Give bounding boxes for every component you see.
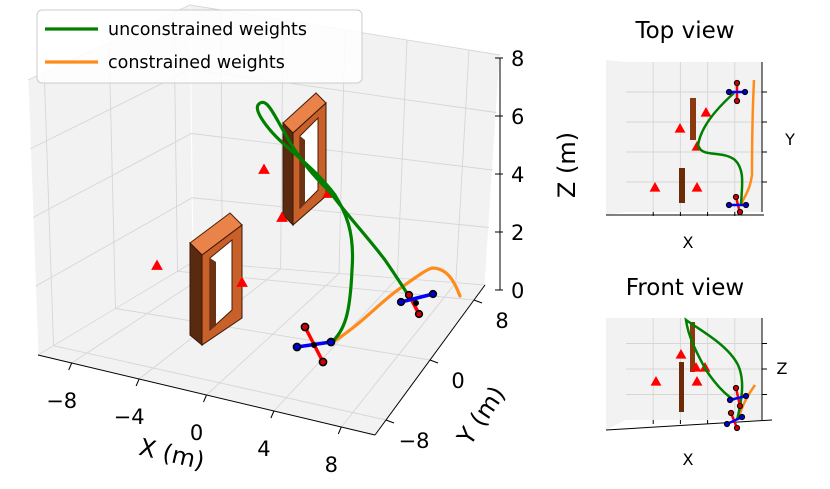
gate-obstacle-left	[189, 212, 243, 347]
front-view-quadrotor-upper	[726, 384, 750, 410]
x-tick-mark	[203, 394, 207, 403]
top-view-ticks	[652, 91, 767, 216]
front-view-x-label: X	[683, 450, 694, 469]
front-view-z-label: Z	[777, 359, 788, 378]
y-tick-mark	[385, 419, 395, 424]
x-tick-mark	[68, 362, 73, 371]
top-view-quadrotor-lower	[725, 193, 750, 216]
gate-obstacle-middle	[282, 92, 327, 227]
z-tick-label: 2	[511, 221, 524, 245]
z-tick-label: 6	[511, 105, 524, 129]
front-view-unconstrained-path	[684, 317, 744, 421]
top-view-waypoint	[700, 107, 712, 117]
y-tick-label: 0	[451, 369, 464, 393]
floor-grid-y	[53, 345, 387, 421]
front-view-gate-lower	[679, 362, 684, 412]
x-tick-mark	[135, 378, 140, 387]
x-tick-mark	[270, 410, 275, 419]
x-tick-label: −8	[46, 389, 77, 413]
unconstrained-trajectory	[255, 100, 414, 346]
legend-label-unconstrained: unconstrained weights	[108, 20, 307, 40]
top-view-gridlines	[626, 62, 762, 212]
x-tick-label: −4	[114, 405, 145, 429]
y-tick-labels: −8 0 8	[385, 299, 509, 453]
front-view-axes: Front view X Z	[605, 275, 788, 469]
front-view-quadrotor-lower	[723, 409, 746, 432]
top-view-gate-lower	[679, 168, 685, 203]
x-tick-label: 4	[257, 437, 270, 461]
x-tick-mark	[337, 426, 342, 435]
front-view-waypoint	[650, 376, 662, 386]
legend-label-constrained: constrained weights	[108, 53, 285, 73]
top-view-waypoint	[649, 182, 661, 192]
z-tick-label: 4	[511, 163, 524, 187]
top-view-title: Top view	[634, 18, 734, 44]
z-tick-label: 8	[511, 47, 524, 71]
waypoint-triangle	[258, 163, 270, 174]
quadrotor-end	[396, 289, 438, 319]
x-tick-label: 8	[325, 453, 338, 477]
top-view-quadrotor-upper	[725, 79, 749, 105]
x-tick-label: 0	[190, 421, 203, 445]
z-tick-label: 0	[511, 279, 524, 303]
wall-grid-z	[32, 133, 493, 218]
top-view-left-pane	[606, 60, 626, 215]
front-view-left-pane	[606, 318, 626, 430]
front-view-waypoint	[691, 376, 703, 386]
top-view-y-label: Y	[784, 130, 795, 149]
wall-grid-z	[35, 197, 489, 287]
waypoint-triangle	[236, 276, 248, 287]
y-tick-mark	[429, 359, 439, 364]
front-view-waypoint	[690, 362, 702, 372]
z-tick-labels: 0 2 4 6 8	[495, 47, 524, 303]
top-view-waypoint	[674, 123, 686, 133]
constrained-trajectory	[328, 266, 462, 346]
front-view-gate-upper	[690, 322, 695, 372]
top-view-unconstrained-path	[696, 92, 744, 206]
x-tick-labels: −8 −4 0 4 8	[46, 362, 342, 477]
y-tick-label: −8	[399, 429, 430, 453]
y-tick-label: 8	[495, 309, 508, 333]
top-view-gate-upper	[690, 98, 696, 140]
front-view-waypoint	[675, 349, 687, 359]
y-tick-mark	[473, 299, 483, 304]
top-view-waypoint	[691, 182, 703, 192]
floor-grid-y	[115, 308, 431, 361]
legend: unconstrained weights constrained weight…	[36, 9, 363, 84]
waypoint-triangle	[151, 259, 163, 270]
top-view-x-label: X	[683, 233, 694, 252]
top-view-axes: Top view X Y	[606, 18, 795, 252]
front-view-bottom-axis	[605, 419, 773, 431]
z-axis-label: Z (m)	[553, 132, 581, 198]
quadrotor-start	[292, 322, 336, 367]
top-view-constrained-path	[739, 79, 756, 206]
front-view-title: Front view	[626, 275, 744, 301]
waypoint-triangle	[276, 211, 288, 222]
